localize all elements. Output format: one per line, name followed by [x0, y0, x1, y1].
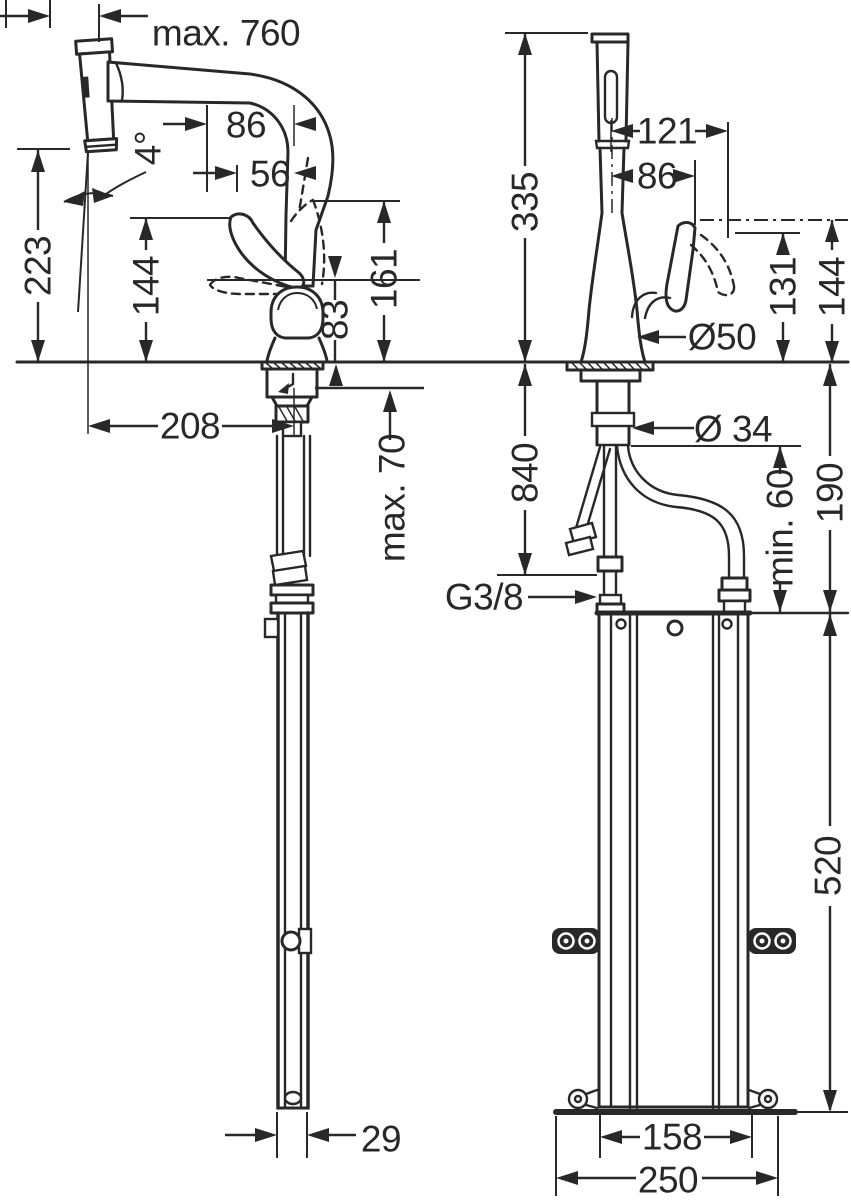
dim-161: 161 — [364, 249, 405, 309]
dim-190: 190 — [810, 463, 851, 523]
mounting-box — [552, 610, 798, 1115]
side-view-faucet — [74, 37, 335, 1110]
dimension-labels: max. 760 4° 86 56 223 144 161 83 208 max… — [18, 13, 851, 1200]
dim-144-front: 144 — [812, 257, 851, 317]
mounting-shank-side — [274, 404, 310, 424]
wall-clamp-left — [552, 928, 600, 954]
dim-tilt-angle: 4° — [128, 131, 169, 165]
select-button-slot — [603, 69, 619, 125]
spout-arm — [106, 60, 335, 288]
supply-pipes-side — [275, 434, 312, 558]
dim-223: 223 — [18, 236, 59, 296]
pullout-hose-dashed — [297, 156, 310, 214]
dim-158: 158 — [642, 1117, 702, 1158]
dim-83: 83 — [315, 300, 356, 340]
aerator — [594, 139, 631, 150]
pullout-hose-front — [574, 445, 612, 532]
wall-clamp-right — [748, 928, 796, 954]
dim-max-pullout: max. 760 — [152, 13, 300, 54]
dim-29: 29 — [361, 1119, 401, 1160]
connection-hoses — [564, 443, 752, 615]
dim-dia-50: Ø50 — [688, 317, 756, 358]
dim-335: 335 — [505, 172, 546, 232]
dim-121: 121 — [637, 111, 697, 152]
pullout-spray-head — [74, 37, 119, 154]
dim-max-70: max. 70 — [372, 434, 413, 562]
handle-lever-front-alt — [689, 233, 736, 297]
dim-144-side: 144 — [126, 256, 167, 316]
dim-min-60: min. 60 — [760, 469, 801, 587]
dim-dia-34: Ø 34 — [694, 409, 772, 450]
pullout-guide-rail — [263, 611, 313, 1110]
swivel-joint — [269, 285, 325, 340]
handle-lever-side — [228, 212, 306, 290]
dim-56: 56 — [250, 154, 290, 195]
spout-cap — [590, 32, 630, 44]
dim-520: 520 — [808, 836, 849, 896]
dim-thread-g38: G3/8 — [445, 577, 523, 618]
base-feet — [567, 1088, 779, 1110]
dim-840: 840 — [505, 443, 546, 503]
dim-86-front: 86 — [637, 156, 677, 197]
dim-208: 208 — [160, 406, 220, 447]
spray-mode-button — [81, 76, 90, 98]
dim-250: 250 — [638, 1160, 698, 1200]
dim-131: 131 — [763, 257, 804, 317]
front-view-faucet — [552, 32, 798, 1115]
hose-weight — [280, 930, 302, 952]
dim-86-side: 86 — [226, 105, 266, 146]
